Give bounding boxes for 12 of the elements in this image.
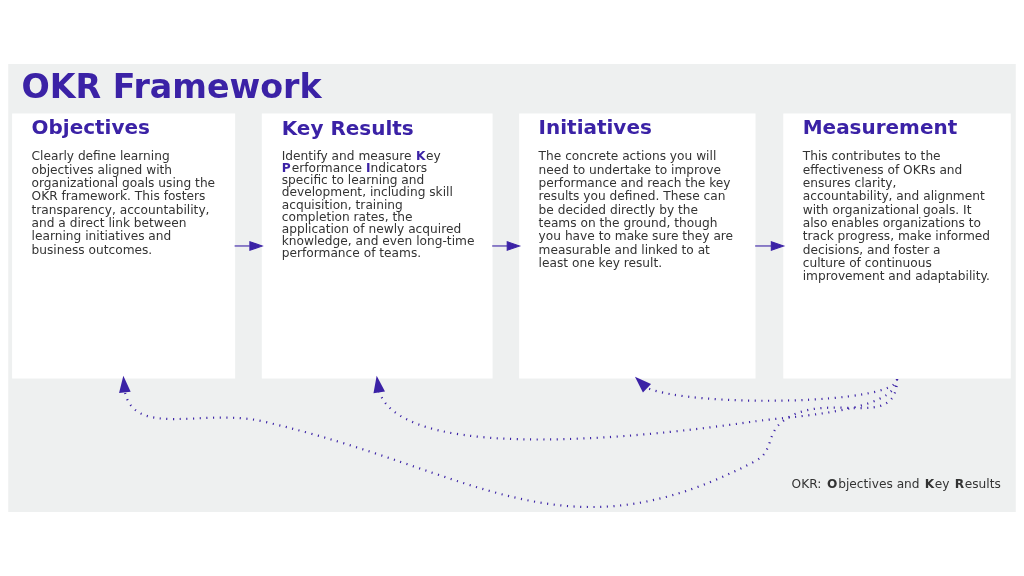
- arrow: [634, 376, 898, 402]
- node-box: Initiatives The concrete actions you will need to undertake to improve performance and reach the key results you defined. These can be decided directly by the teams on the ground, though you have to make sure they are measurable and linked to at least one key result.: [519, 113, 756, 379]
- node-box: Key Results Identify and measure Key Performance Indicators specific to learning and development, including skill acquisition, training completion rates, the application of newly acquired knowledge, and even long-time performance of teams.: [261, 113, 493, 379]
- node-box: Objectives Clearly define learning objectives aligned with organizational goals using the OKR framework. This fosters transparency, accountability, and a direct link between learning initiatives and business outcomes.: [12, 113, 236, 379]
- arrow: [373, 375, 899, 441]
- label: OKR: Objectives and Key Results: [791, 476, 1001, 491]
- node-box: Measurement This contributes to the effectiveness of OKRs and ensures clarity, accountability, and alignment with organizational goals. It also enables organizations to track progress, make informed decisions, and foster a culture of continuous improvement and adaptability.: [783, 113, 1011, 379]
- arrow: [119, 375, 899, 508]
- arrow: [491, 240, 522, 252]
- arrow: [754, 240, 786, 252]
- arrow: [234, 240, 264, 252]
- diagram-title: OKR Framework: [21, 67, 322, 107]
